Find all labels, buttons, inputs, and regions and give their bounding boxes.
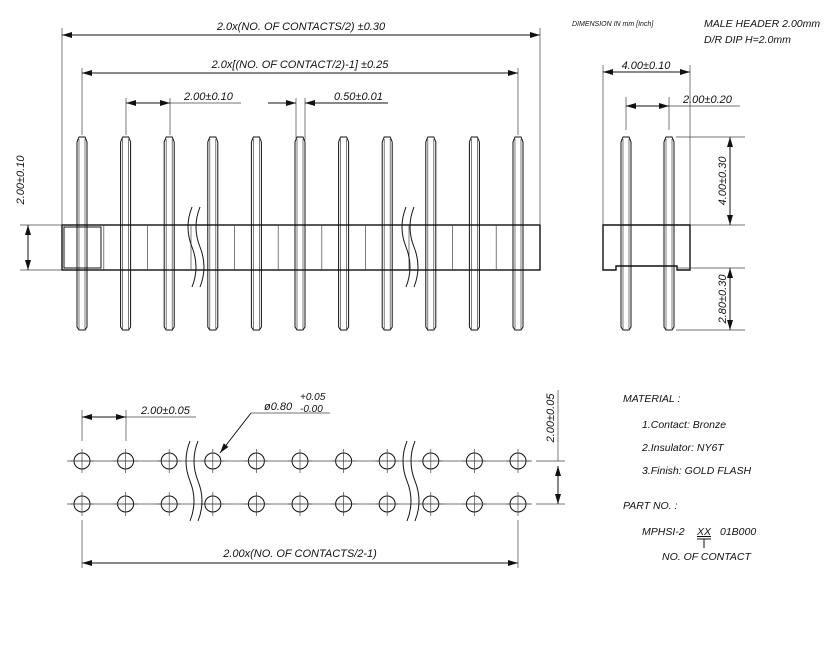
material-heading: MATERIAL : [623,393,680,405]
body-height-label: 2.00±0.10 [15,155,27,206]
units-note: DIMENSION IN mm [Inch] [572,21,654,28]
front-pin [468,136,480,331]
part-no-heading: PART NO. : [623,500,678,512]
side-pins [620,136,675,331]
hole-tol-plus: +0.05 [300,392,326,403]
material-insulator: 2.Insulator: NY6T [641,442,725,454]
front-pin [425,136,437,331]
pcb-hole [244,449,269,473]
hole-diameter-label: ø0.80 [264,401,293,413]
pcb-hole [113,449,138,473]
pin-span-label: 2.0x[(NO. OF CONTACT/2)-1] ±0.25 [211,59,390,71]
pcb-hole [506,492,530,516]
pcb-break-mark-2 [402,440,420,522]
part-no-variable-note: NO. OF CONTACT [662,551,752,563]
material-contact: 1.Contact: Bronze [642,419,726,431]
pcb-hole [375,449,400,473]
pcb-hole [375,492,400,516]
part-no-prefix: MPHSI-2 [642,526,685,538]
hole-diameter-leader [219,412,252,454]
front-pin [250,136,262,331]
pcb-row-pitch-label: 2.00±0.05 [545,393,557,444]
title-line-2: D/R DIP H=2.0mm [704,34,791,46]
pcb-hole [506,449,530,473]
pcb-hole [157,449,182,473]
pcb-pitch-label: 2.00±0.05 [140,405,191,417]
pitch-label: 2.00±0.10 [183,91,234,103]
pcb-hole [462,492,487,516]
side-pin [663,136,675,331]
pcb-hole [70,449,94,473]
front-pin [338,136,350,331]
pcb-hole [200,492,225,516]
lower-pin-label: 2.80±0.30 [717,274,729,325]
front-pin [512,136,524,331]
pcb-hole [288,449,312,473]
front-pin [207,136,219,331]
pcb-hole [113,492,138,516]
front-pin [120,136,132,331]
part-no-suffix: 01B000 [720,526,756,538]
front-pin [163,136,175,331]
break-mark-1 [187,206,205,288]
front-pin [381,136,393,331]
pcb-hole [462,449,487,473]
front-view: 2.0x(NO. OF CONTACTS/2) ±0.30 2.0x[(NO. … [15,21,541,331]
front-body-segments [103,225,497,270]
notes: MATERIAL : 1.Contact: Bronze 2.Insulator… [623,393,756,563]
pcb-hole [288,492,312,516]
side-width-label: 4.00±0.10 [622,60,672,72]
hole-tol-minus: -0.00 [300,404,323,415]
hole-span-label: 2.00x(NO. OF CONTACTS/2-1) [222,548,377,560]
front-body [61,224,541,271]
pcb-hole [157,492,182,516]
overall-length-label: 2.0x(NO. OF CONTACTS/2) ±0.30 [216,21,386,33]
pcb-hole [70,492,94,516]
pin-width-label: 0.50±0.01 [334,91,383,103]
title-line-1: MALE HEADER 2.00mm [704,18,820,30]
pcb-hole [200,449,225,473]
front-pin [76,136,88,331]
pcb-hole [418,492,443,516]
pcb-hole [418,449,443,473]
part-no-variable: XX [696,526,712,538]
pcb-break-mark-1 [185,440,203,522]
side-pin [620,136,632,331]
upper-pin-label: 4.00±0.30 [717,156,729,206]
side-row-pitch-label: 2.00±0.20 [682,94,733,106]
pcb-hole [244,492,269,516]
pcb-hole [331,449,356,473]
side-body [602,224,691,271]
pcb-hole [331,492,356,516]
front-pin [294,136,306,331]
side-view: 4.00±0.10 2.00±0.20 4.00±0.30 2.80±0.30 [602,60,745,331]
break-mark-2 [401,206,419,288]
front-pins [76,136,524,331]
material-finish: 3.Finish: GOLD FLASH [642,465,752,477]
pcb-holes [70,449,530,516]
front-body-end [63,226,102,269]
pcb-layout: 2.00±0.05 ø0.80 +0.05 -0.00 2.00±0.05 2.… [67,390,565,568]
